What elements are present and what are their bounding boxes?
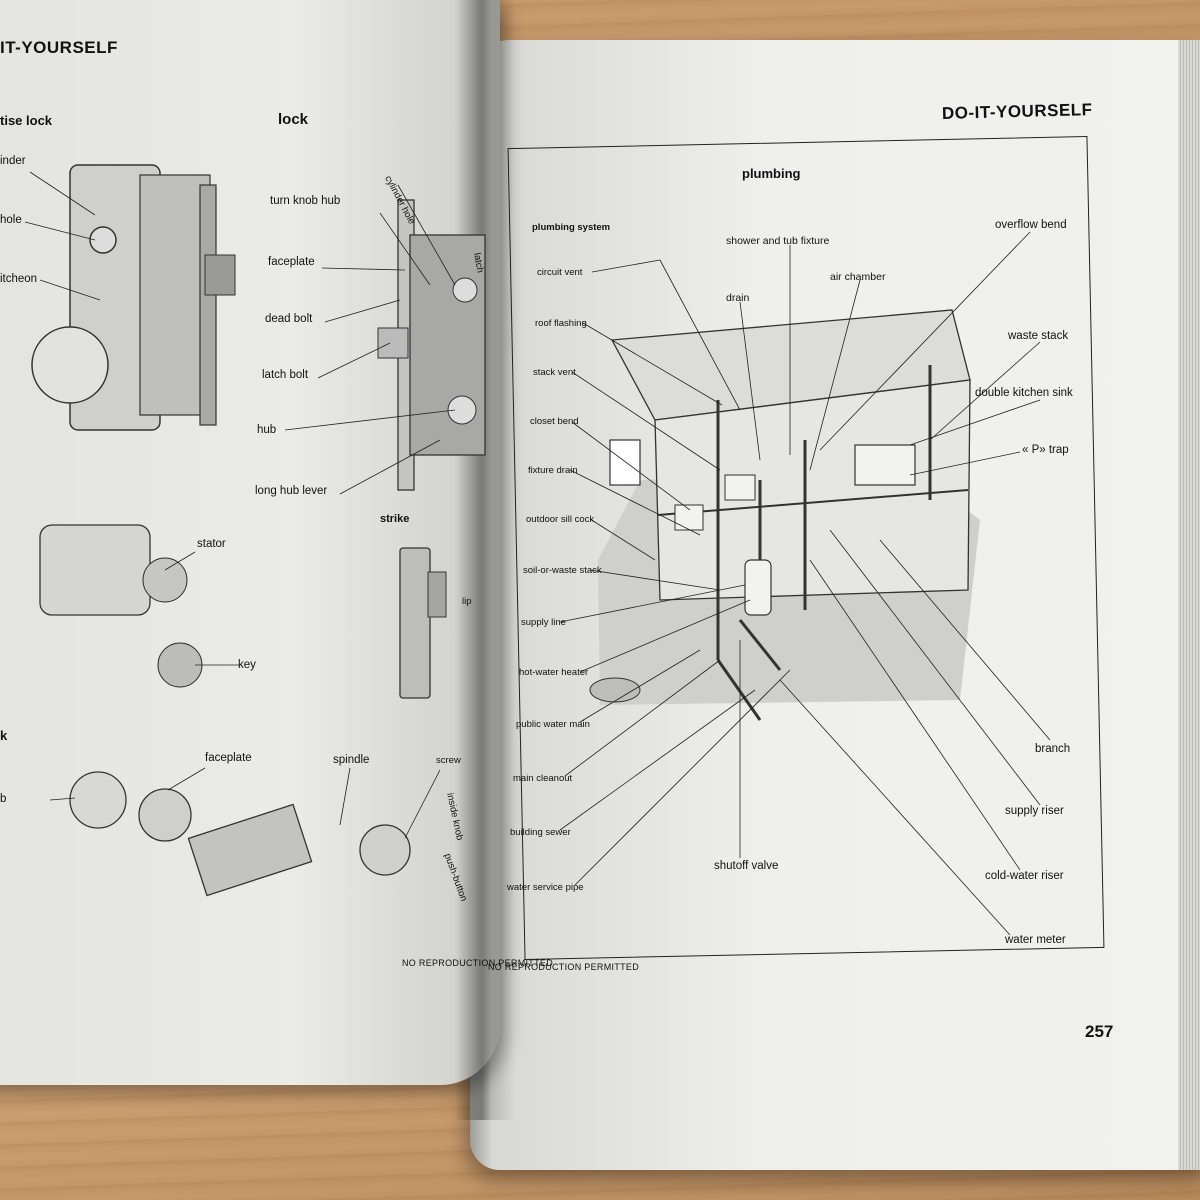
plumbing-illustration <box>559 231 1051 936</box>
toilet-shape <box>674 504 704 531</box>
lavatory-shape <box>724 474 756 501</box>
label-roof-flashing: roof flashing <box>535 318 587 329</box>
label-water-meter: water meter <box>1005 934 1066 946</box>
mortise-label-hole: hole <box>0 214 22 226</box>
mortise-label-inder: inder <box>0 155 26 167</box>
mortise-bolt <box>204 254 236 296</box>
label-spindle: spindle <box>333 754 370 766</box>
label-supply-riser: supply riser <box>1005 805 1064 817</box>
floor-line <box>657 489 969 516</box>
cylinder-stator <box>142 557 188 603</box>
mortise-cylinder <box>89 226 117 254</box>
label-screw: screw <box>436 755 461 766</box>
label-key: key <box>238 659 256 671</box>
kitchen-sink-shape <box>854 444 916 486</box>
mortise-faceplate <box>199 184 217 426</box>
label-public-water-main: public water main <box>516 719 590 730</box>
label-drain: drain <box>726 292 750 304</box>
page-edges <box>1178 40 1200 1170</box>
strike-lip-shape <box>427 571 447 618</box>
mortise-knob <box>31 326 109 404</box>
mortise-case <box>139 174 211 416</box>
label-fixture-drain: fixture drain <box>528 465 578 476</box>
label-soil-or-waste-stack: soil-or-waste stack <box>523 565 602 576</box>
strike-title: strike <box>380 513 410 525</box>
right-page-footer: NO REPRODUCTION PERMITTED <box>488 962 640 972</box>
left-page-leader-lines <box>24 171 456 839</box>
latch-assembly <box>187 803 313 897</box>
label-overflow-bend: overflow bend <box>995 219 1067 231</box>
inside-knob-shape <box>359 824 411 876</box>
label-knob-b: b <box>0 793 7 805</box>
mortise-lock-title: tise lock <box>0 113 53 128</box>
label-faceplate: faceplate <box>268 256 315 268</box>
label-latch-bolt: latch bolt <box>262 369 309 381</box>
label-turn-knob-hub: turn knob hub <box>270 195 341 207</box>
label-shutoff-valve: shutoff valve <box>714 860 779 872</box>
label-stator: stator <box>197 538 226 550</box>
house-walls <box>654 379 971 601</box>
plumbing-subtitle: plumbing system <box>532 222 611 233</box>
label-branch: branch <box>1035 743 1071 755</box>
left-page-footer: NO REPRODUCTION PERMITTED <box>402 958 554 968</box>
label-double-kitchen-sink: double kitchen sink <box>975 387 1073 399</box>
plumbing-title: plumbing <box>742 166 801 181</box>
label-air-chamber: air chamber <box>830 271 886 283</box>
lock-latch-bolt-shape <box>377 327 409 359</box>
label-main-cleanout: main cleanout <box>513 773 573 784</box>
plumbing-leader-lines <box>559 231 1051 936</box>
label-water-service-pipe: water service pipe <box>507 882 584 893</box>
label-hub: hub <box>257 424 277 436</box>
water-main-pipe <box>589 677 641 703</box>
mortise-label-escutcheon: itcheon <box>0 273 38 285</box>
lock-section-title: lock <box>278 111 309 128</box>
strike-plate-shape <box>399 547 431 699</box>
lock-hub-shape <box>447 395 477 425</box>
house-window <box>609 439 641 486</box>
water-heater-shape <box>744 559 772 616</box>
label-hot-water-heater: hot-water heater <box>519 667 589 678</box>
label-knob-faceplate: faceplate <box>205 752 252 764</box>
label-dead-bolt: dead bolt <box>265 313 313 325</box>
label-waste-stack: waste stack <box>1008 330 1069 342</box>
label-cold-water-riser: cold-water riser <box>985 870 1064 882</box>
label-shower-and-tub-fixture: shower and tub fixture <box>726 235 830 247</box>
label-circuit-vent: circuit vent <box>537 267 583 278</box>
left-page-header: IT-YOURSELF <box>0 38 118 57</box>
book-gutter <box>455 0 515 1120</box>
label-closet-bend: closet bend <box>530 416 579 427</box>
label-stack-vent: stack vent <box>533 367 576 378</box>
label-p-trap: « P» trap <box>1022 444 1069 456</box>
lock-illustrations <box>24 164 486 897</box>
label-building-sewer: building sewer <box>510 827 571 838</box>
knob-rose <box>69 771 127 829</box>
knob-section-title: k <box>0 728 8 743</box>
knob-escutcheon <box>138 788 192 842</box>
label-lip: lip <box>462 596 472 607</box>
label-long-hub-lever: long hub lever <box>255 485 328 497</box>
pipes <box>716 365 932 721</box>
page-number: 257 <box>1085 1022 1114 1041</box>
label-supply-line: supply line <box>521 617 566 628</box>
lock-cylinder-hole-shape <box>452 277 478 303</box>
label-outdoor-sill-cock: outdoor sill cock <box>526 514 595 525</box>
